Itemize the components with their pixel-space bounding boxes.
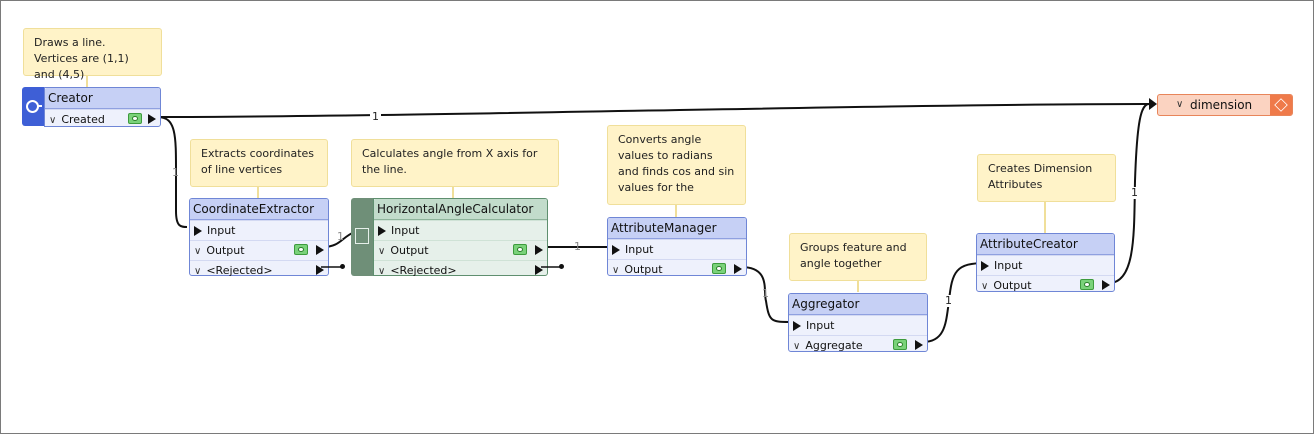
wire-label-angle-manager: 1 <box>574 240 581 253</box>
annotation-horizontal-angle[interactable]: Calculates angle from X axis for the lin… <box>351 139 559 187</box>
input-port[interactable]: Input <box>374 220 547 240</box>
annotation-coordinate-extractor[interactable]: Extracts coordinates of line vertices <box>190 139 328 187</box>
annotation-stem <box>86 76 88 87</box>
node-horizontal-angle-calculator[interactable]: HorizontalAngleCalculator Input ∨Output … <box>373 198 548 277</box>
wire-label-creator-writer: 1 <box>370 110 381 123</box>
port-label: Input <box>994 259 1023 272</box>
node-title: AttributeCreator <box>977 234 1114 255</box>
chevron-down-icon[interactable]: ∨ <box>981 281 989 292</box>
node-attribute-creator[interactable]: AttributeCreator Input ∨ Output <box>976 233 1115 292</box>
input-arrow-icon <box>612 245 620 255</box>
annotation-stem <box>857 281 859 292</box>
annotation-stem <box>257 187 259 198</box>
chevron-down-icon[interactable]: ∨ <box>612 265 620 276</box>
writer-title: dimension <box>1190 98 1253 112</box>
visibility-eye-icon[interactable] <box>1080 279 1094 290</box>
annotation-aggregator[interactable]: Groups feature and angle together <box>789 233 927 281</box>
chevron-down-icon[interactable]: ∨ <box>1176 99 1184 110</box>
wire-label-extractor-angle: 1 <box>337 230 344 243</box>
visibility-eye-icon[interactable] <box>513 244 527 255</box>
input-port[interactable]: Input <box>608 239 746 259</box>
writer-input-arrow <box>1149 98 1157 110</box>
port-label: Input <box>806 319 835 332</box>
output-port[interactable]: ∨ Output <box>977 275 1114 295</box>
layers-icon <box>1270 95 1292 115</box>
output-arrow-icon[interactable] <box>734 264 742 274</box>
output-arrow-icon[interactable] <box>148 114 156 124</box>
port-label: Created <box>61 113 105 126</box>
wire-creator-to-writer <box>157 103 1150 118</box>
chevron-down-icon[interactable]: ∨ <box>194 266 202 277</box>
output-port[interactable]: ∨ Output <box>374 240 547 260</box>
node-aggregator[interactable]: Aggregator Input ∨ Aggregate <box>788 293 928 352</box>
visibility-eye-icon[interactable] <box>893 339 907 350</box>
output-port-created[interactable]: ∨ Created <box>45 109 160 129</box>
port-label: Output <box>624 263 663 276</box>
wire-label-manager-aggregator: 1 <box>762 287 769 300</box>
chevron-down-icon[interactable]: ∨ <box>793 341 801 352</box>
annotation-creator[interactable]: Draws a line. Vertices are (1,1) and (4,… <box>23 28 162 81</box>
node-title: CoordinateExtractor <box>190 199 328 220</box>
input-port[interactable]: Input <box>789 315 927 335</box>
node-attribute-manager[interactable]: AttributeManager Input ∨ Output <box>607 217 747 276</box>
node-title: HorizontalAngleCalculator <box>374 199 547 220</box>
input-port[interactable]: Input <box>977 255 1114 275</box>
chevron-down-icon[interactable]: ∨ <box>378 266 386 277</box>
input-arrow-icon <box>793 321 801 331</box>
input-arrow-icon <box>194 226 202 236</box>
node-coordinate-extractor[interactable]: CoordinateExtractor Input ∨ Output ∨ <Reje… <box>189 198 329 277</box>
visibility-eye-icon[interactable] <box>712 263 726 274</box>
port-label: <Rejected> <box>206 264 273 277</box>
annotation-attribute-manager[interactable]: Converts angle values to radians and fin… <box>607 125 746 205</box>
annotation-stem <box>452 187 454 198</box>
writer-dimension[interactable]: ∨ dimension <box>1157 94 1293 116</box>
output-arrow-icon[interactable] <box>1102 280 1110 290</box>
chevron-down-icon[interactable]: ∨ <box>378 246 386 257</box>
input-port[interactable]: Input <box>190 220 328 240</box>
creator-icon <box>22 87 44 126</box>
port-label: Input <box>625 243 654 256</box>
custom-transformer-icon <box>351 198 373 276</box>
output-port-aggregate[interactable]: ∨ Aggregate <box>789 335 927 355</box>
port-label: Input <box>207 224 236 237</box>
port-label: Input <box>391 224 420 237</box>
port-label: <Rejected> <box>390 264 457 277</box>
output-arrow-icon[interactable] <box>316 265 324 275</box>
output-arrow-icon[interactable] <box>535 245 543 255</box>
annotation-stem <box>1044 202 1046 233</box>
rejected-stub <box>321 266 343 268</box>
wire-label-creator-dimension: 1 <box>1129 186 1140 199</box>
output-arrow-icon[interactable] <box>316 245 324 255</box>
node-title: Aggregator <box>789 294 927 315</box>
chevron-down-icon[interactable]: ∨ <box>49 115 57 126</box>
rejected-stub <box>541 266 561 268</box>
wire-label-creator-extractor: 1 <box>172 166 179 179</box>
output-arrow-icon[interactable] <box>915 340 923 350</box>
output-port[interactable]: ∨ Output <box>190 240 328 260</box>
input-arrow-icon <box>378 226 386 236</box>
port-label: Output <box>993 279 1032 292</box>
node-creator[interactable]: Creator ∨ Created <box>44 87 161 127</box>
visibility-eye-icon[interactable] <box>128 113 142 124</box>
output-port[interactable]: ∨ Output <box>608 259 746 279</box>
port-label: Output <box>206 244 245 257</box>
input-arrow-icon <box>981 261 989 271</box>
annotation-attribute-creator[interactable]: Creates Dimension Attributes <box>977 154 1116 202</box>
port-label: Output <box>390 244 429 257</box>
node-title: AttributeManager <box>608 218 746 239</box>
rejected-port[interactable]: ∨ <Rejected> <box>374 260 547 280</box>
rejected-port[interactable]: ∨ <Rejected> <box>190 260 328 280</box>
visibility-eye-icon[interactable] <box>294 244 308 255</box>
output-arrow-icon[interactable] <box>535 265 543 275</box>
wire-label-aggregator-creator: 1 <box>943 294 954 307</box>
port-label: Aggregate <box>805 339 863 352</box>
annotation-stem <box>675 205 677 217</box>
chevron-down-icon[interactable]: ∨ <box>194 246 202 257</box>
rejected-end-dot <box>559 264 564 269</box>
node-title: Creator <box>45 88 160 109</box>
